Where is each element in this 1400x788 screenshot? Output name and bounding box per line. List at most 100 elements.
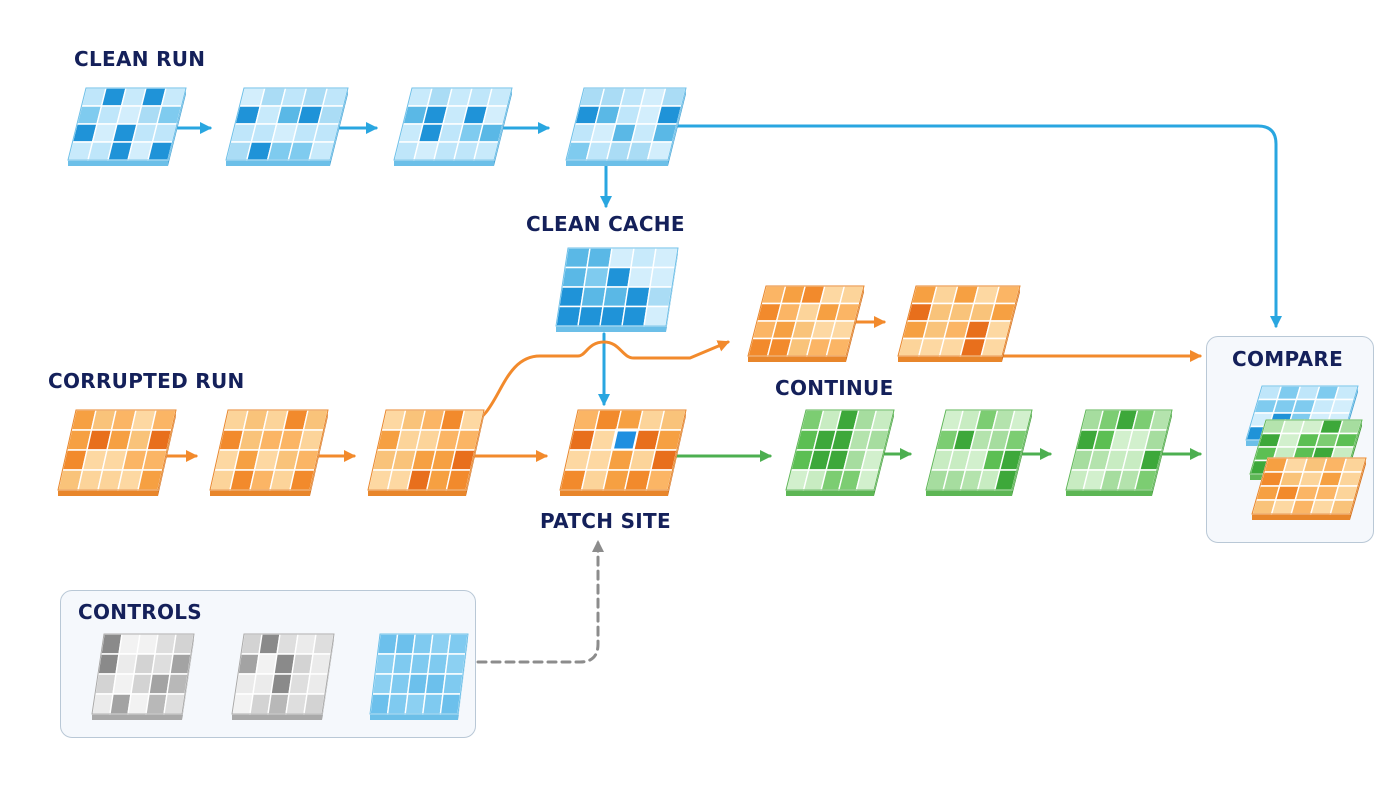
grid-edge [92,714,182,720]
arrow-controls-to-patch [476,540,604,664]
grid-edge [748,356,846,362]
grid-cell [558,286,585,308]
grid-cell [169,653,192,675]
grid-cell [394,633,416,655]
grid-outline [231,633,335,715]
grid-cell [652,247,679,269]
grid-edge [898,356,1002,362]
continue-grid-1 [785,409,895,496]
grid-cell [608,247,635,269]
grid-edge [560,490,668,496]
continue-grid-3 [1065,409,1173,496]
grid-edge [58,490,158,496]
grid-cell [312,633,335,655]
grid-cell [561,266,588,288]
grid-cell [389,673,411,695]
grid-cell [605,266,632,288]
corrupted-run-grid-2 [209,409,329,496]
grid-edge [556,326,666,332]
control-grid-1 [91,633,195,720]
compare-grid-orange [1251,457,1367,520]
clean-run-grid-1 [67,87,187,166]
grid-edge [232,714,322,720]
clean-run-grid-3 [393,87,513,166]
grid-cell [374,653,396,675]
continue-grid-2 [925,409,1033,496]
continue-label: CONTINUE [775,376,894,400]
control-grid-3 [369,633,469,720]
grid-cell [602,286,629,308]
grid-edge [1252,514,1350,520]
grid-cell [442,673,464,695]
grid-outline [367,409,485,491]
grid-cell [555,305,582,327]
grid-edge [368,490,466,496]
corrupted-run-label: CORRUPTED RUN [48,369,245,393]
grid-cell [369,693,391,715]
grid-cell [306,673,329,695]
grid-cell [422,693,444,715]
grid-cell [406,673,429,695]
patch-site-label: PATCH SITE [540,509,671,533]
grid-cell [404,693,427,715]
grids [57,87,1367,720]
arrow-clean-to-compare [666,124,1282,328]
grid-cell [586,247,613,269]
grid-cell [621,305,648,327]
grid-edge [210,490,310,496]
grid-edge [370,714,458,720]
grid-outline [57,409,177,491]
compare-label: COMPARE [1232,347,1344,371]
control-grid-2 [231,633,335,720]
grid-edge [226,160,330,166]
controls-label: CONTROLS [78,600,203,624]
grid-cell [624,286,651,308]
grid-cell [172,633,195,655]
upper-branch-grid-1 [747,285,865,362]
grid-edge [926,490,1012,496]
grid-outline [785,409,895,491]
corrupted-run-grid-3 [367,409,485,496]
grid-cell [577,305,604,327]
clean-cache-grid [555,247,679,332]
grid-cell [386,693,409,715]
grid-outline [1251,457,1367,515]
grid-cell [646,286,673,308]
grid-cell [564,247,591,269]
grid-outline [555,247,679,327]
upper-branch-grid-2 [897,285,1021,362]
grid-outline [225,87,349,161]
grid-outline [67,87,187,161]
grid-edge [1066,490,1152,496]
grid-edge [566,160,668,166]
grid-outline [897,285,1021,357]
grid-cell [447,633,469,655]
grid-cell [599,305,626,327]
patch-site-grid [559,409,687,496]
grid-outline [1065,409,1173,491]
grid-outline [369,633,469,715]
grid-cell [429,633,452,655]
grid-outline [209,409,329,491]
arrows [156,122,1282,664]
grid-cell [444,653,467,675]
grid-cell [391,653,414,675]
clean-run-label: CLEAN RUN [74,47,206,71]
grid-cell [409,653,432,675]
grid-cell [643,305,670,327]
grid-cell [630,247,657,269]
grid-cell [580,286,607,308]
grid-cell [163,693,186,715]
clean-run-grid-2 [225,87,349,166]
grid-cell [303,693,326,715]
grid-cell [424,673,447,695]
grid-cell [427,653,449,675]
grid-cell [583,266,610,288]
grid-cell [376,633,399,655]
grid-cell [309,653,332,675]
grid-outline [393,87,513,161]
grid-cell [649,266,676,288]
grid-outline [559,409,687,491]
